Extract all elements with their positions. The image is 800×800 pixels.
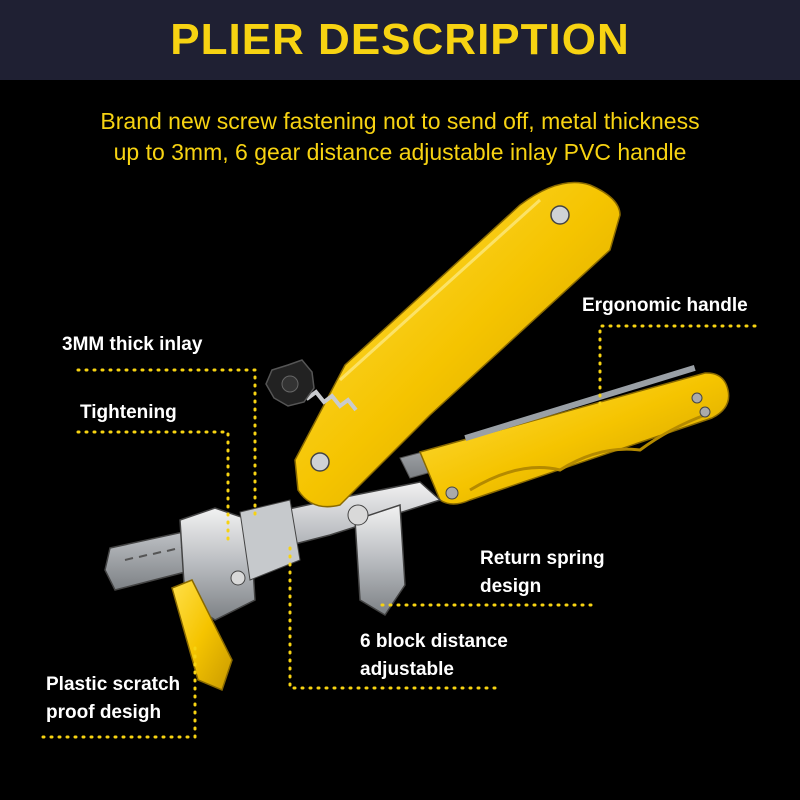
page-title: PLIER DESCRIPTION [170,15,630,64]
return-spring-plate [354,503,406,617]
leader-tightening [76,430,230,542]
callout-thick-inlay: 3MM thick inlay [62,334,203,355]
callout-block-distance: 6 block distance adjustable [360,628,508,684]
leader-plastic-scratch [36,646,197,739]
leader-ergonomic-handle [598,324,757,407]
leader-block-distance [288,546,502,690]
callout-return-spring-line-2: design [480,576,542,597]
callout-return-spring: Return spring design [480,545,605,601]
callout-tightening: Tightening [80,402,177,423]
callout-block-distance-line-1: 6 block distance [360,631,508,652]
callout-plastic-scratch-line-2: proof desigh [46,702,162,723]
tightening-spring [298,386,358,412]
header-banner: PLIER DESCRIPTION [0,0,800,80]
leader-thick-inlay [76,368,257,517]
callout-ergonomic-handle: Ergonomic handle [582,295,748,316]
callout-block-distance-line-2: adjustable [360,659,454,680]
upper-handle [294,181,621,508]
description-line-1: Brand new screw fastening not to send of… [100,108,700,134]
description-line-2: up to 3mm, 6 gear distance adjustable in… [113,139,687,165]
description-text: Brand new screw fastening not to send of… [0,106,800,168]
callout-return-spring-line-1: Return spring [480,548,605,569]
callout-plastic-scratch: Plastic scratch proof desigh [46,671,180,727]
callout-plastic-scratch-line-1: Plastic scratch [46,674,181,695]
lower-handle-grip [418,372,730,505]
